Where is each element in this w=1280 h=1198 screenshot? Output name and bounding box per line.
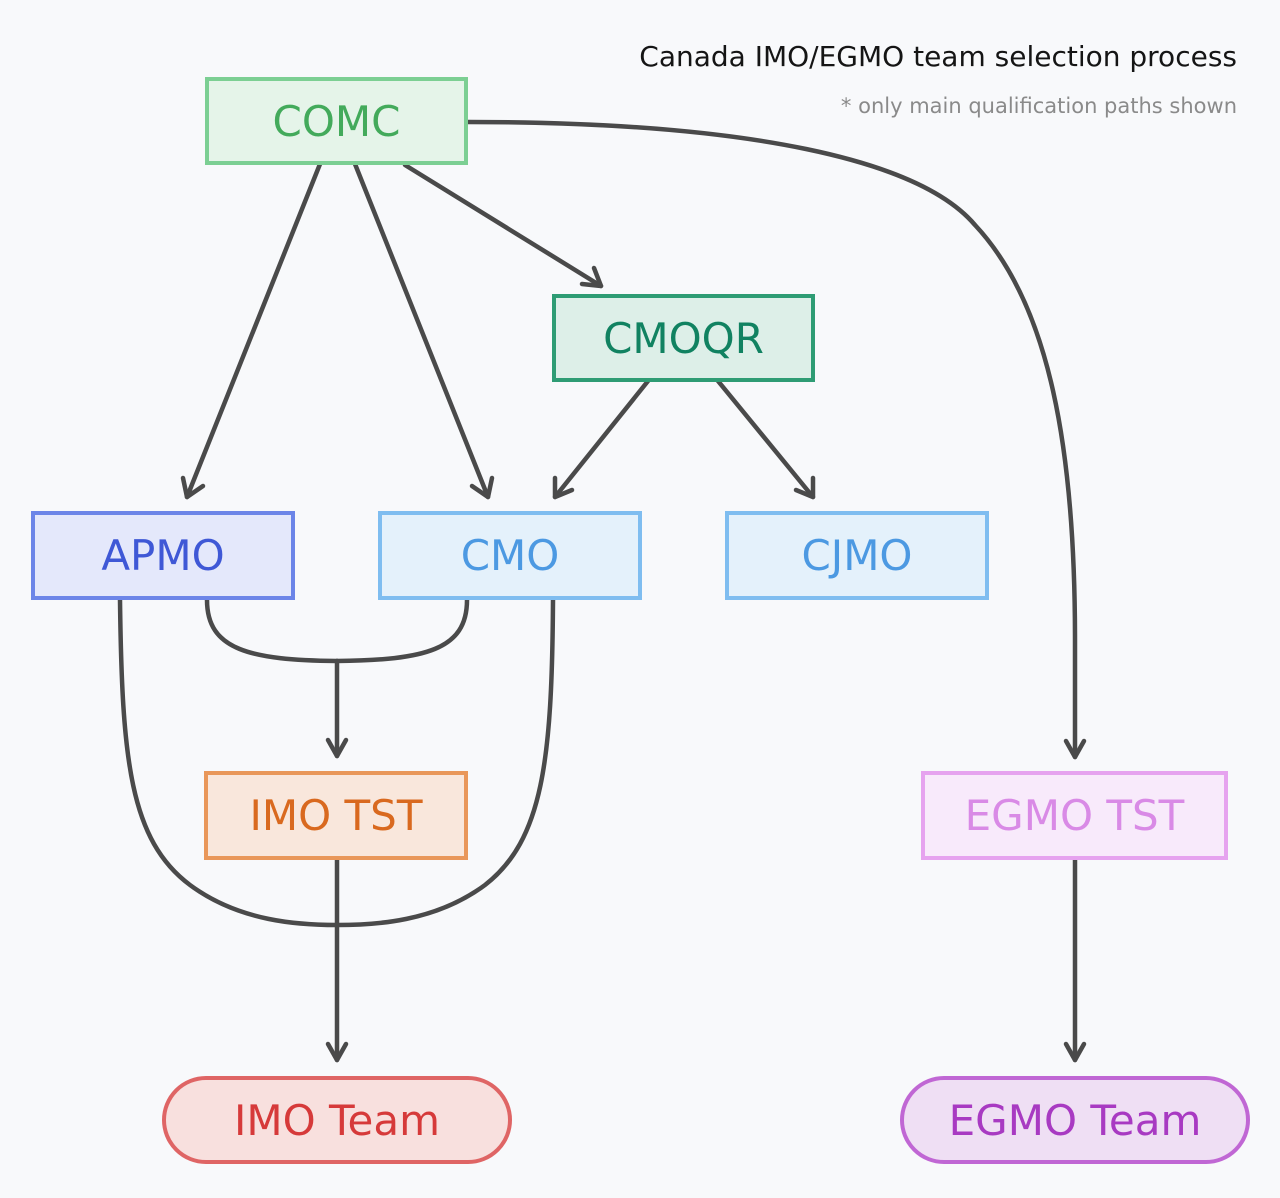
edge-cmoqr-cjmo [715, 378, 816, 500]
node-egmo-team: EGMO Team [900, 1076, 1250, 1164]
node-imo-tst: IMO TST [204, 771, 468, 860]
node-imo-team: IMO Team [162, 1076, 512, 1164]
arrowhead-imo-team [325, 1041, 349, 1063]
arrowhead-cmo-from-comc [469, 475, 495, 500]
edge-comc-egmo-tst [465, 119, 1078, 760]
node-egmo-tst: EGMO TST [921, 771, 1228, 860]
edge-comc-cmo [352, 161, 491, 500]
arrowhead-cmoqr [579, 265, 604, 289]
arrowhead-egmo-team [1063, 1041, 1087, 1063]
edge-comc-apmo [184, 161, 323, 500]
diagram-title: Canada IMO/EGMO team selection process [639, 40, 1237, 73]
node-cjmo: CJMO [725, 511, 989, 600]
arrowhead-apmo [180, 475, 206, 500]
node-label: IMO TST [249, 791, 423, 840]
node-label: CJMO [801, 531, 913, 580]
node-apmo: APMO [31, 511, 295, 600]
edge-cmo-imo-team [334, 597, 556, 928]
node-label: APMO [101, 531, 225, 580]
node-cmo: CMO [378, 511, 642, 600]
edge-comc-cmoqr [402, 162, 604, 289]
edge-cmoqr-cmo [552, 378, 651, 500]
arrowhead-egmo-tst [1063, 738, 1087, 760]
node-label: EGMO Team [948, 1095, 1202, 1145]
edge-apmo-imo-tst [204, 597, 340, 664]
node-label: COMC [272, 96, 401, 146]
node-cmoqr: CMOQR [552, 294, 815, 382]
node-label: CMO [460, 531, 560, 580]
edge-apmo-imo-team [117, 597, 340, 928]
diagram-subtitle: * only main qualification paths shown [840, 94, 1237, 118]
arrowhead-imo-tst [325, 737, 349, 759]
node-label: IMO Team [233, 1095, 441, 1145]
arrowhead-cmo-from-cmoqr [552, 475, 575, 500]
node-label: EGMO TST [964, 791, 1185, 840]
node-comc: COMC [205, 77, 468, 165]
node-label: CMOQR [603, 313, 764, 363]
edge-cmo-imo-tst [334, 597, 470, 664]
arrowhead-cjmo [793, 475, 816, 500]
